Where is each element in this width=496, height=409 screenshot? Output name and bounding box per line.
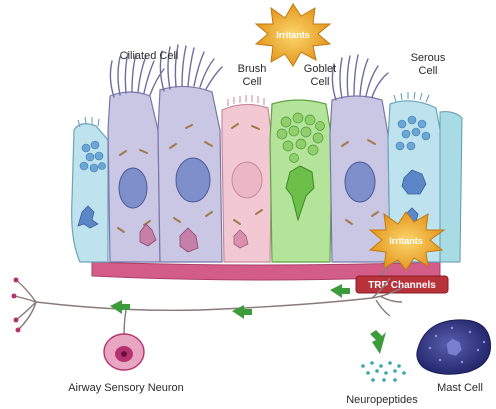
serous-cell-label-line1: Serous xyxy=(404,52,452,65)
airway-sensory-neuron-label: Airway Sensory Neuron xyxy=(56,382,196,395)
ciliated-cell-1 xyxy=(108,92,160,262)
neuron-cell-body xyxy=(104,334,144,370)
axon-terminals xyxy=(12,278,21,333)
signal-arrow-icon xyxy=(330,284,350,298)
brush-cell-label-line1: Brush xyxy=(232,63,272,76)
mast-cell-label: Mast Cell xyxy=(430,382,490,395)
signal-arrow-icon xyxy=(110,300,130,314)
brush-cell-label-line2: Cell xyxy=(232,76,272,89)
left-serous-cell xyxy=(72,124,108,262)
goblet-cell-label-line1: Goblet xyxy=(297,63,343,76)
irritants-top-label: Irritants xyxy=(276,30,310,40)
sensory-axon xyxy=(14,278,402,336)
irritants-bottom-label: Irritants xyxy=(389,236,423,246)
goblet-cell-label: Goblet Cell xyxy=(297,63,343,89)
goblet-cell xyxy=(270,100,332,262)
ciliated-cell-label: Ciliated Cell xyxy=(104,50,194,63)
trp-channels-label: TRP Channels xyxy=(368,280,436,291)
serous-cell-label-line2: Cell xyxy=(404,65,452,78)
serous-cell-label: Serous Cell xyxy=(404,52,452,78)
ciliated-cell-2 xyxy=(158,86,222,262)
neuropeptide-dots xyxy=(361,361,406,382)
brush-cell-label: Brush Cell xyxy=(232,63,272,89)
signal-arrow-icon xyxy=(370,330,386,354)
brush-cell xyxy=(222,95,272,262)
mast-cell xyxy=(417,320,491,374)
goblet-cell-label-line2: Cell xyxy=(297,76,343,89)
neuropeptides-label: Neuropeptides xyxy=(340,394,424,407)
serous-cell-edge xyxy=(440,112,462,262)
